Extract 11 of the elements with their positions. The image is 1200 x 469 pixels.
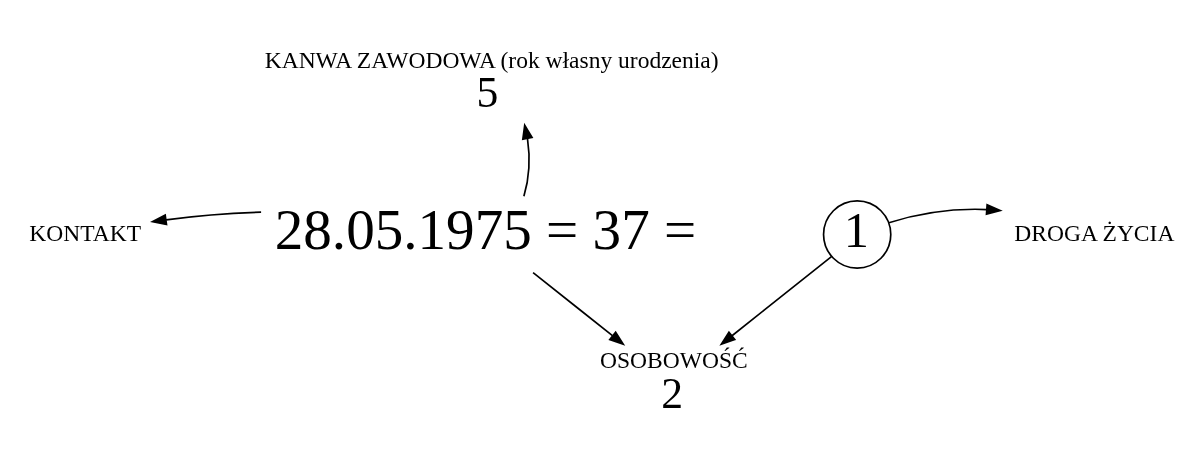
arrow [521,122,534,198]
arrow [888,203,1003,224]
arrow [150,211,262,226]
arrow [532,271,626,346]
node-text: KANWA ZAWODOWA (rok własny urodzenia) 5 [264,46,719,117]
node-text: DROGA ŻYCIA [1014,219,1175,246]
node-text: 28.05.1975 = 37 = [274,198,697,262]
node-text: OSOBOWOŚĆ 2 [600,347,748,418]
arrow [719,255,833,346]
node-text: KONTAKT [29,219,142,246]
node-circle: 1 [822,200,892,269]
